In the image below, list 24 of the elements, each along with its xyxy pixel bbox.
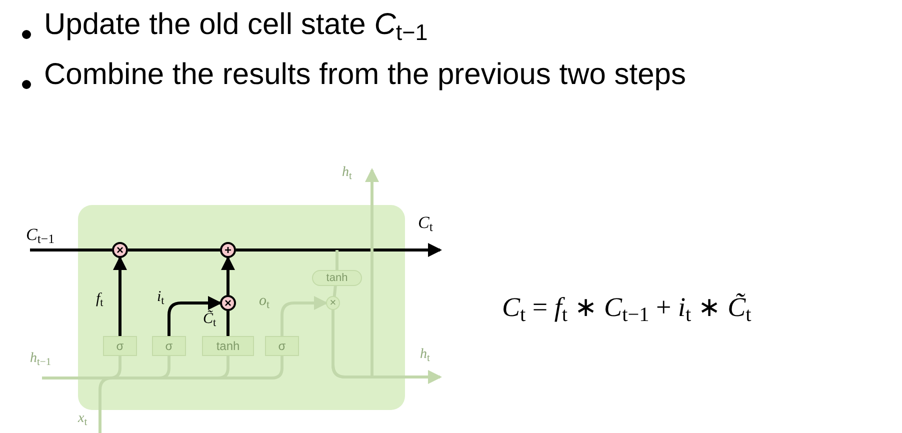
connector-arrow [168,296,222,336]
gate-box: σ [265,336,299,356]
variable-label: h$_{t}$ [420,348,430,362]
cell-background [78,205,405,410]
gate-box: σ [152,336,186,356]
connector-arrow [236,243,442,257]
bullet-text: Combine the results from the previous two steps [44,60,686,90]
edge-label: C̃$_{t}$ [203,312,216,327]
variable-label: h$_{t−1}$ [30,352,52,366]
connector-arrow [221,256,235,295]
gate-box: tanh [202,336,254,356]
variable-label: x$_{t}$ [78,412,88,426]
gate-box: σ [103,336,137,356]
variable-label: C$_{t−1}$ [26,226,70,248]
variable-label: h$_{t}$ [342,166,352,180]
variable-label: C$_{t}$ [418,214,433,231]
edge-label: o$_{t}$ [259,294,270,309]
edge-label: f$_{t}$ [96,292,104,307]
bullet-text: Update the old cell state C$_{t−1}$ [44,10,428,40]
connector-arrow [280,296,328,336]
edge-label: i$_{t}$ [157,290,164,305]
connector-arrow [332,168,379,378]
connector-arrow [113,256,127,336]
formula: C$_{t}$ = f$_{t}$ ∗ C$_{t−1}$ + i$_{t}$ ∗ C̃$_{t}$ [502,294,752,321]
